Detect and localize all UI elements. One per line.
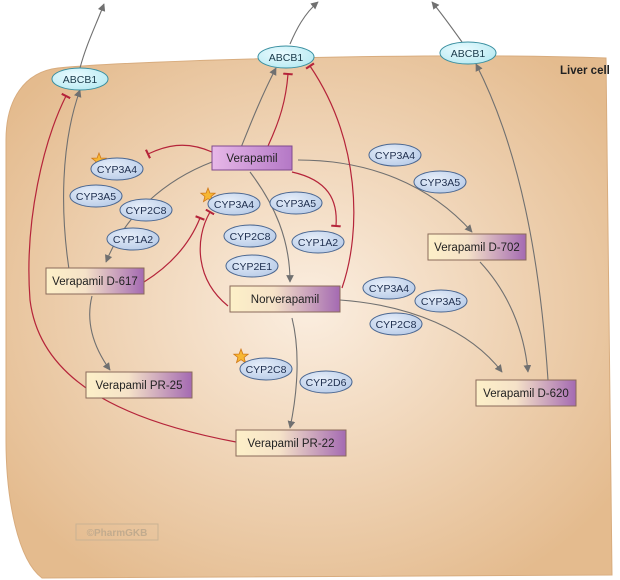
enzyme-cyp3a4: CYP3A4: [368, 143, 422, 167]
metabolite-pr25: Verapamil PR-25: [85, 371, 193, 399]
inhibit-pr22-abcb1: [28, 92, 237, 443]
cell-label: Liver cell: [560, 65, 610, 77]
metabolite-label: Verapamil PR-22: [248, 438, 335, 450]
arrow-verapamil-to-norverapamil: [249, 171, 294, 283]
svg-text:CYP3A5: CYP3A5: [276, 198, 316, 210]
inhibit-verapamil-cyp1a2: [291, 171, 341, 228]
metabolite-d617: Verapamil D-617: [45, 267, 145, 295]
svg-text:CYP2C8: CYP2C8: [246, 364, 287, 376]
enzyme-cyp1a2: CYP1A2: [291, 230, 345, 254]
svg-text:CYP3A5: CYP3A5: [421, 296, 461, 308]
svg-text:CYP2C8: CYP2C8: [126, 205, 167, 217]
enzyme-cyp2c8: CYP2C8: [223, 224, 277, 248]
star-icon: [199, 186, 217, 203]
transporter-abcb1-left: ABCB1: [51, 67, 109, 91]
inhibit-verapamil-cyp3a4-left: [145, 144, 213, 159]
metabolite-label: Verapamil: [226, 153, 277, 165]
enzyme-cyp1a2: CYP1A2: [106, 227, 160, 251]
inhibit-d617-cyp3a4: [143, 215, 205, 283]
metabolite-label: Norverapamil: [251, 294, 319, 306]
arrow-d702-to-d620: [479, 261, 532, 373]
svg-text:CYP3A5: CYP3A5: [420, 177, 460, 189]
liver-cell: [5, 55, 613, 579]
enzyme-cyp3a4: CYP3A4: [362, 276, 416, 300]
enzyme-cyp3a5: CYP3A5: [69, 184, 123, 208]
enzyme-cyp2c8: CYP2C8: [119, 198, 173, 222]
metabolite-label: Verapamil D-617: [52, 276, 138, 288]
enzyme-cyp2e1: CYP2E1: [225, 254, 279, 278]
enzyme-cyp3a5: CYP3A5: [269, 191, 323, 215]
metabolite-d702: Verapamil D-702: [427, 233, 527, 261]
metabolite-label: Verapamil D-620: [483, 388, 569, 400]
enzyme-cyp3a5: CYP3A5: [414, 289, 468, 313]
svg-text:CYP2C8: CYP2C8: [376, 319, 417, 331]
efflux-arrow-right: [475, 63, 549, 381]
efflux-arrow-center-out: [289, 1, 319, 45]
transporter-label: ABCB1: [269, 52, 304, 64]
credit-text: ©PharmGKB: [87, 528, 148, 539]
metabolite-d620: Verapamil D-620: [475, 379, 577, 407]
efflux-arrow-right-out: [431, 1, 463, 43]
enzyme-cyp2d6: CYP2D6: [299, 370, 353, 394]
enzyme-cyp3a5: CYP3A5: [413, 170, 467, 194]
arrow-d617-to-pr25: [89, 295, 111, 371]
pharmgkb-credit: ©PharmGKB: [75, 523, 159, 541]
arrow-verapamil-to-d702: [297, 159, 473, 233]
svg-text:CYP2E1: CYP2E1: [232, 261, 272, 273]
svg-text:CYP1A2: CYP1A2: [298, 237, 338, 249]
efflux-arrow-center-left: [237, 67, 277, 156]
svg-text:CYP3A4: CYP3A4: [97, 164, 137, 176]
transporter-abcb1-center: ABCB1: [257, 45, 315, 69]
star-icon: [232, 347, 250, 364]
arrow-norverapamil-to-pr22: [287, 317, 298, 429]
efflux-arrow-left: [63, 89, 82, 289]
inhibit-norverapamil-cyp3a4: [199, 208, 229, 307]
metabolite-verapamil: Verapamil: [211, 145, 293, 171]
svg-text:CYP3A4: CYP3A4: [214, 199, 254, 211]
inhibit-norverapamil-abcb1: [305, 62, 355, 289]
efflux-arrow-left-out: [79, 3, 106, 69]
enzyme-cyp2c8: CYP2C8: [232, 347, 293, 381]
enzyme-cyp2c8: CYP2C8: [369, 312, 423, 336]
svg-text:CYP2C8: CYP2C8: [230, 231, 271, 243]
svg-text:CYP1A2: CYP1A2: [113, 234, 153, 246]
enzyme-cyp3a4: CYP3A4: [199, 186, 261, 216]
transporter-label: ABCB1: [451, 48, 486, 60]
svg-text:CYP3A4: CYP3A4: [369, 283, 409, 295]
transporter-abcb1-right: ABCB1: [439, 41, 497, 65]
metabolite-norverapamil: Norverapamil: [229, 285, 341, 313]
metabolite-pr22: Verapamil PR-22: [235, 429, 347, 457]
inhibit-verapamil-abcb1: [267, 72, 293, 147]
svg-text:CYP3A5: CYP3A5: [76, 191, 116, 203]
metabolite-label: Verapamil PR-25: [96, 380, 183, 392]
enzyme-cyp3a4: CYP3A4: [90, 151, 144, 181]
metabolite-label: Verapamil D-702: [434, 242, 520, 254]
arrow-norverapamil-to-d620: [339, 299, 503, 373]
svg-text:CYP2D6: CYP2D6: [306, 377, 347, 389]
svg-text:CYP3A4: CYP3A4: [375, 150, 415, 162]
transporter-label: ABCB1: [63, 74, 98, 86]
